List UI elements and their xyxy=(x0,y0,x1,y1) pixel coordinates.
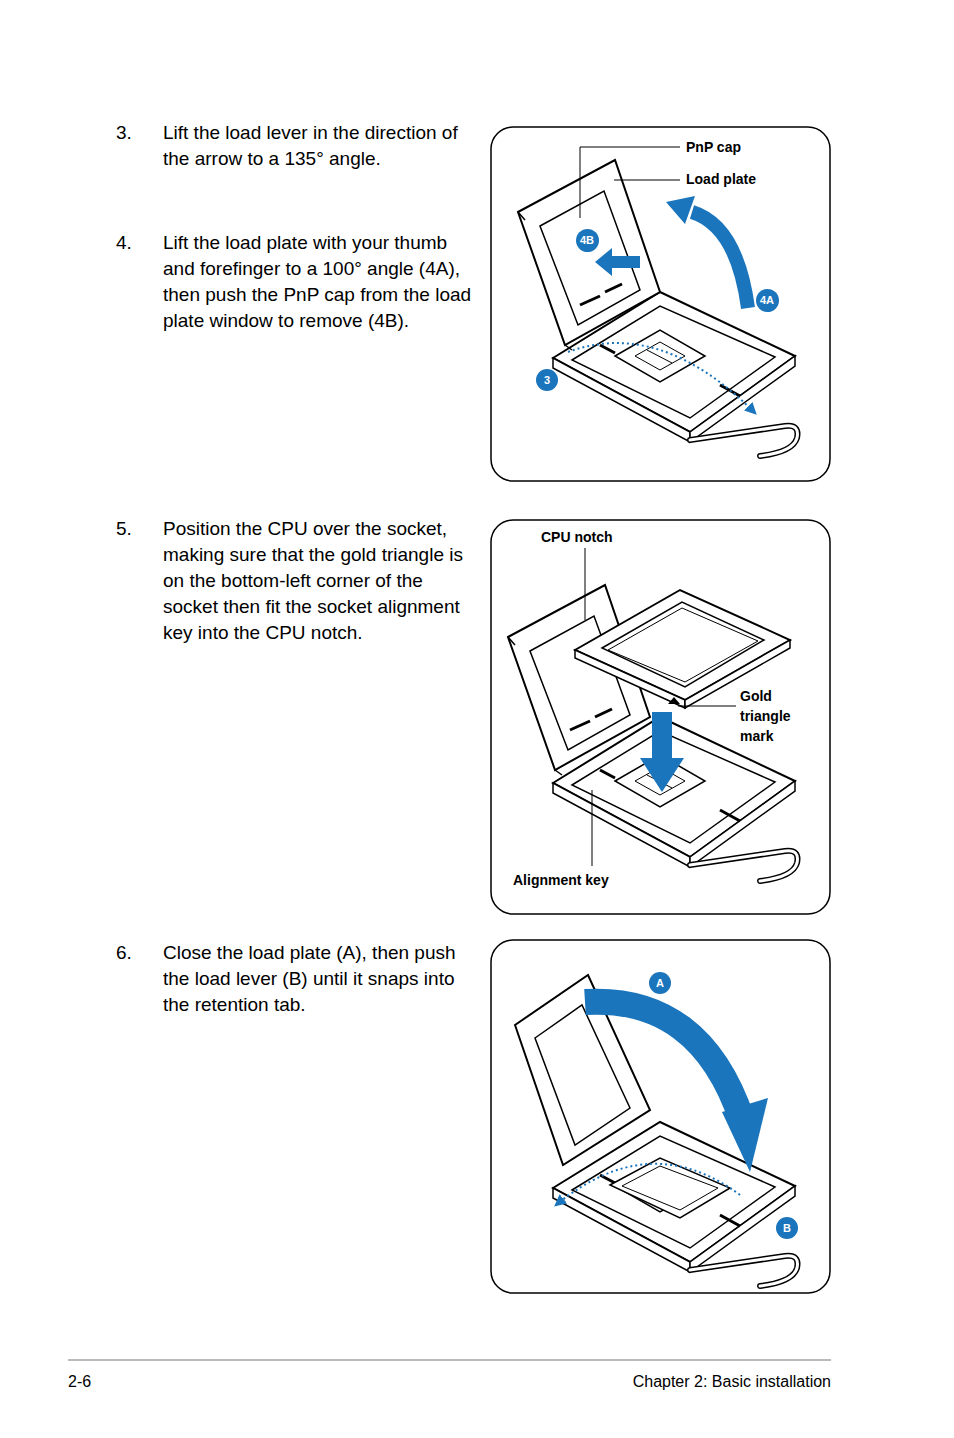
step-text: Position the CPU over the socket, making… xyxy=(163,516,473,646)
part-label: PnP cap xyxy=(686,139,741,156)
step-text: Lift the load plate with your thumb and … xyxy=(163,230,473,334)
callout-number: A xyxy=(649,972,671,994)
callout-text: B xyxy=(783,1223,791,1234)
part-label: Alignment key xyxy=(513,872,609,889)
part-label: Load plate xyxy=(686,171,756,188)
callout-number: 4B xyxy=(576,229,599,252)
part-label: CPU notch xyxy=(541,529,613,546)
step-number: 4. xyxy=(116,230,132,256)
callout-text: A xyxy=(656,978,664,989)
step-number: 6. xyxy=(116,940,132,966)
step-text: Close the load plate (A), then push the … xyxy=(163,940,473,1018)
step-number: 5. xyxy=(116,516,132,542)
step-number: 3. xyxy=(116,120,132,146)
step-text: Lift the load lever in the direction of … xyxy=(163,120,473,172)
chapter-title: Chapter 2: Basic installation xyxy=(633,1372,831,1391)
callout-text: 3 xyxy=(544,375,550,386)
callout-number: B xyxy=(776,1217,798,1239)
callout-text: 4A xyxy=(760,295,774,306)
part-label: Gold triangle mark xyxy=(740,686,806,746)
callout-text: 4B xyxy=(580,235,594,246)
page-number: 2-6 xyxy=(68,1372,91,1391)
callout-number: 3 xyxy=(536,369,558,391)
callout-number: 4A xyxy=(756,289,779,312)
